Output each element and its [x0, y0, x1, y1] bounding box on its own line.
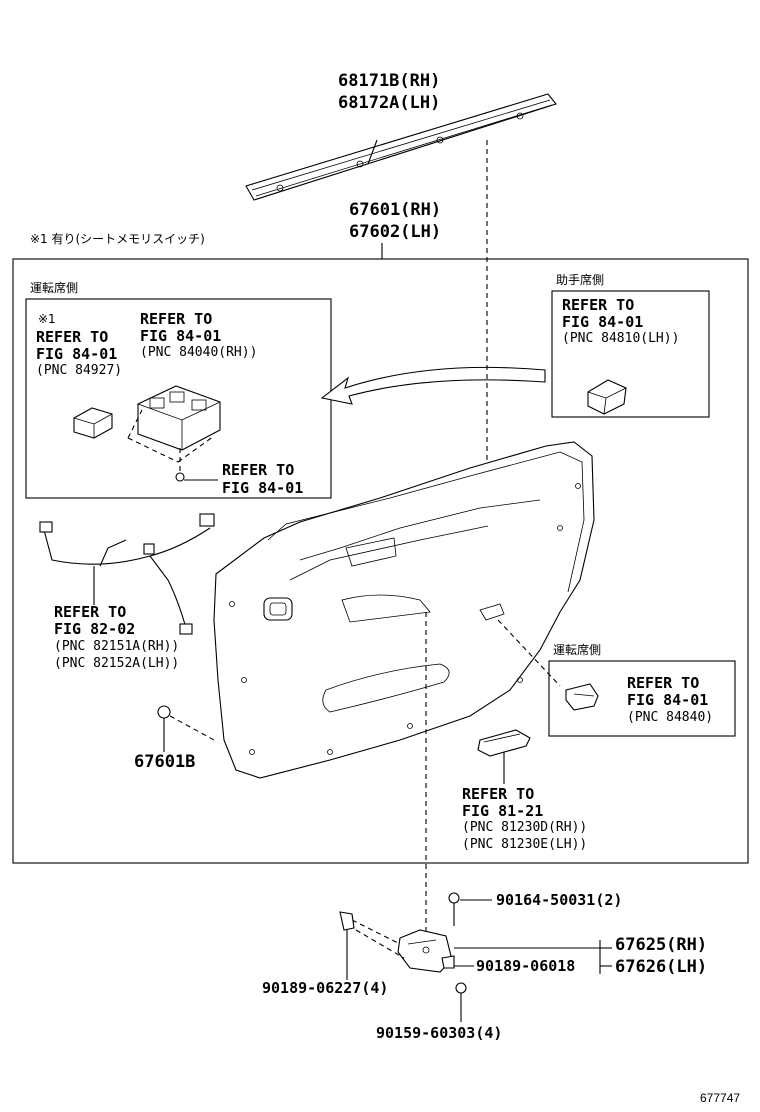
- driver-side-label-top: 運転席側: [30, 281, 79, 295]
- courtesy-lamp: [477, 729, 531, 784]
- power-window-master-switch: [127, 385, 221, 482]
- ref-courtesy-line4: (PNC 81230E(LH)): [462, 837, 588, 852]
- ref-harness-line4: (PNC 82152A(LH)): [54, 656, 180, 671]
- door-trim-panel: [213, 441, 595, 779]
- ref-84840-line2: FIG 84-01: [627, 691, 709, 709]
- ref-harness-line2: FIG 82-02: [54, 620, 136, 638]
- moulding-lh-label: 68172A(LH): [338, 93, 441, 113]
- ref-84040-line3: (PNC 84040(RH)): [140, 345, 258, 360]
- ref-84927-line3: (PNC 84927): [36, 363, 123, 378]
- driver-mirror-switch-subframe: [548, 660, 736, 737]
- ref-courtesy-line1: REFER TO: [462, 785, 535, 803]
- ref-harness-line3: (PNC 82151A(RH)): [54, 639, 180, 654]
- ref-84840-line3: (PNC 84840): [627, 710, 714, 725]
- bolt-90164-label: 90164-50031(2): [496, 891, 623, 909]
- ref-84927-line2: FIG 84-01: [36, 345, 118, 363]
- door-board-rh-label: 67601(RH): [349, 200, 442, 220]
- bracket-rh-label: 67625(RH): [615, 935, 708, 955]
- ref-84810-line1: REFER TO: [562, 296, 635, 314]
- ref-84-01-screw-line1: REFER TO: [222, 461, 295, 479]
- clip-90189-06018-label: 90189-06018: [476, 957, 576, 975]
- inside-handle-bracket: [339, 892, 612, 1022]
- driver-side-label-right: 運転席側: [553, 643, 602, 657]
- passenger-side-label: 助手席側: [556, 273, 605, 287]
- passenger-window-switch: [587, 379, 627, 415]
- figure-id: 677747: [700, 1091, 741, 1105]
- note-mark: ※1: [38, 312, 56, 326]
- ref-harness-line1: REFER TO: [54, 603, 127, 621]
- ref-84810-line2: FIG 84-01: [562, 313, 644, 331]
- wire-harness: [39, 513, 215, 635]
- memory-switch-note: ※1 有り(シートメモリスイッチ): [30, 232, 205, 246]
- ref-84-01-screw-line2: FIG 84-01: [222, 479, 304, 497]
- ref-courtesy-line3: (PNC 81230D(RH)): [462, 820, 588, 835]
- swap-arrow: [320, 366, 546, 405]
- ref-courtesy-line2: FIG 81-21: [462, 802, 544, 820]
- clip-90189-06227-label: 90189-06227(4): [262, 979, 389, 997]
- trim-clip: [157, 705, 171, 752]
- seat-memory-switch: [73, 407, 113, 439]
- mirror-switch: [565, 683, 599, 711]
- ref-84040-line2: FIG 84-01: [140, 327, 222, 345]
- moulding-rh-label: 68171B(RH): [338, 71, 441, 91]
- screw-90159-label: 90159-60303(4): [376, 1024, 503, 1042]
- ref-84840-line1: REFER TO: [627, 674, 700, 692]
- main-assembly-frame: [12, 258, 749, 864]
- clip-67601b-label: 67601B: [134, 752, 196, 772]
- ref-84810-line3: (PNC 84810(LH)): [562, 331, 680, 346]
- door-board-lh-label: 67602(LH): [349, 222, 442, 242]
- passenger-switch-subframe: [551, 290, 710, 418]
- ref-84927-line1: REFER TO: [36, 328, 109, 346]
- belt-moulding-strip: [245, 93, 557, 201]
- bracket-lh-label: 67626(LH): [615, 957, 708, 977]
- ref-84040-line1: REFER TO: [140, 310, 213, 328]
